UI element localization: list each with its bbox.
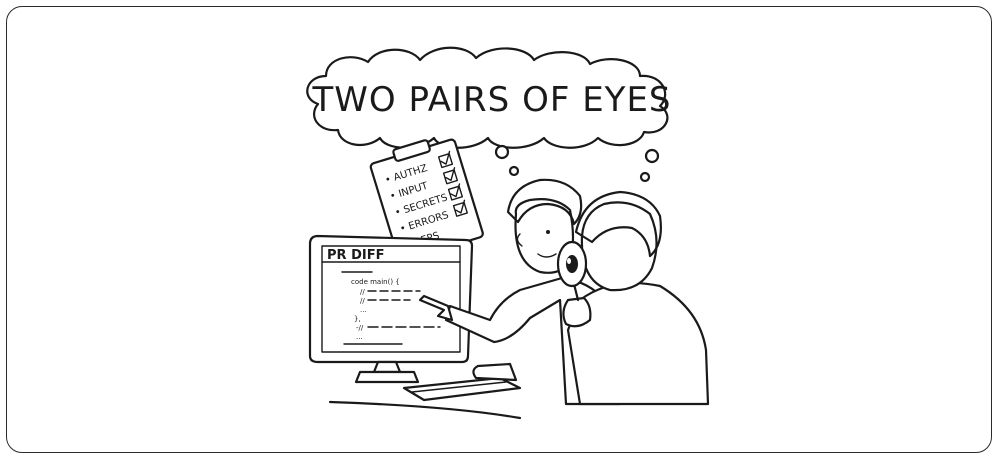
monitor: [308, 234, 474, 384]
code-line: //: [360, 297, 365, 305]
checkbox-checked-icon: [450, 183, 461, 198]
thought-cloud-icon: [306, 46, 669, 183]
code-line: ...: [356, 333, 363, 341]
code-line: //: [360, 288, 365, 296]
keyboard: [402, 376, 522, 402]
code-line: },: [354, 315, 361, 323]
monitor-title: PR DIFF: [327, 248, 384, 263]
code-view: code main() { // // ... }, -// ...: [341, 271, 441, 345]
page-title: TWO PAIRS OF EYES: [311, 80, 671, 120]
checkbox-checked-icon: [445, 167, 456, 182]
desk-edge: [328, 400, 522, 420]
magnifying-glass-icon: [556, 240, 588, 288]
security-checklist: • AUTHZ • INPUT • SECRETS • ERRORS • DEP…: [369, 138, 484, 263]
person-with-magnifier: [562, 190, 710, 406]
illustration-frame: [6, 6, 992, 453]
code-line: ...: [360, 306, 367, 314]
checkbox-checked-icon: [455, 199, 466, 214]
checkbox-checked-icon: [440, 150, 451, 165]
code-line: -//: [356, 324, 364, 332]
code-line: code main() {: [351, 278, 400, 286]
